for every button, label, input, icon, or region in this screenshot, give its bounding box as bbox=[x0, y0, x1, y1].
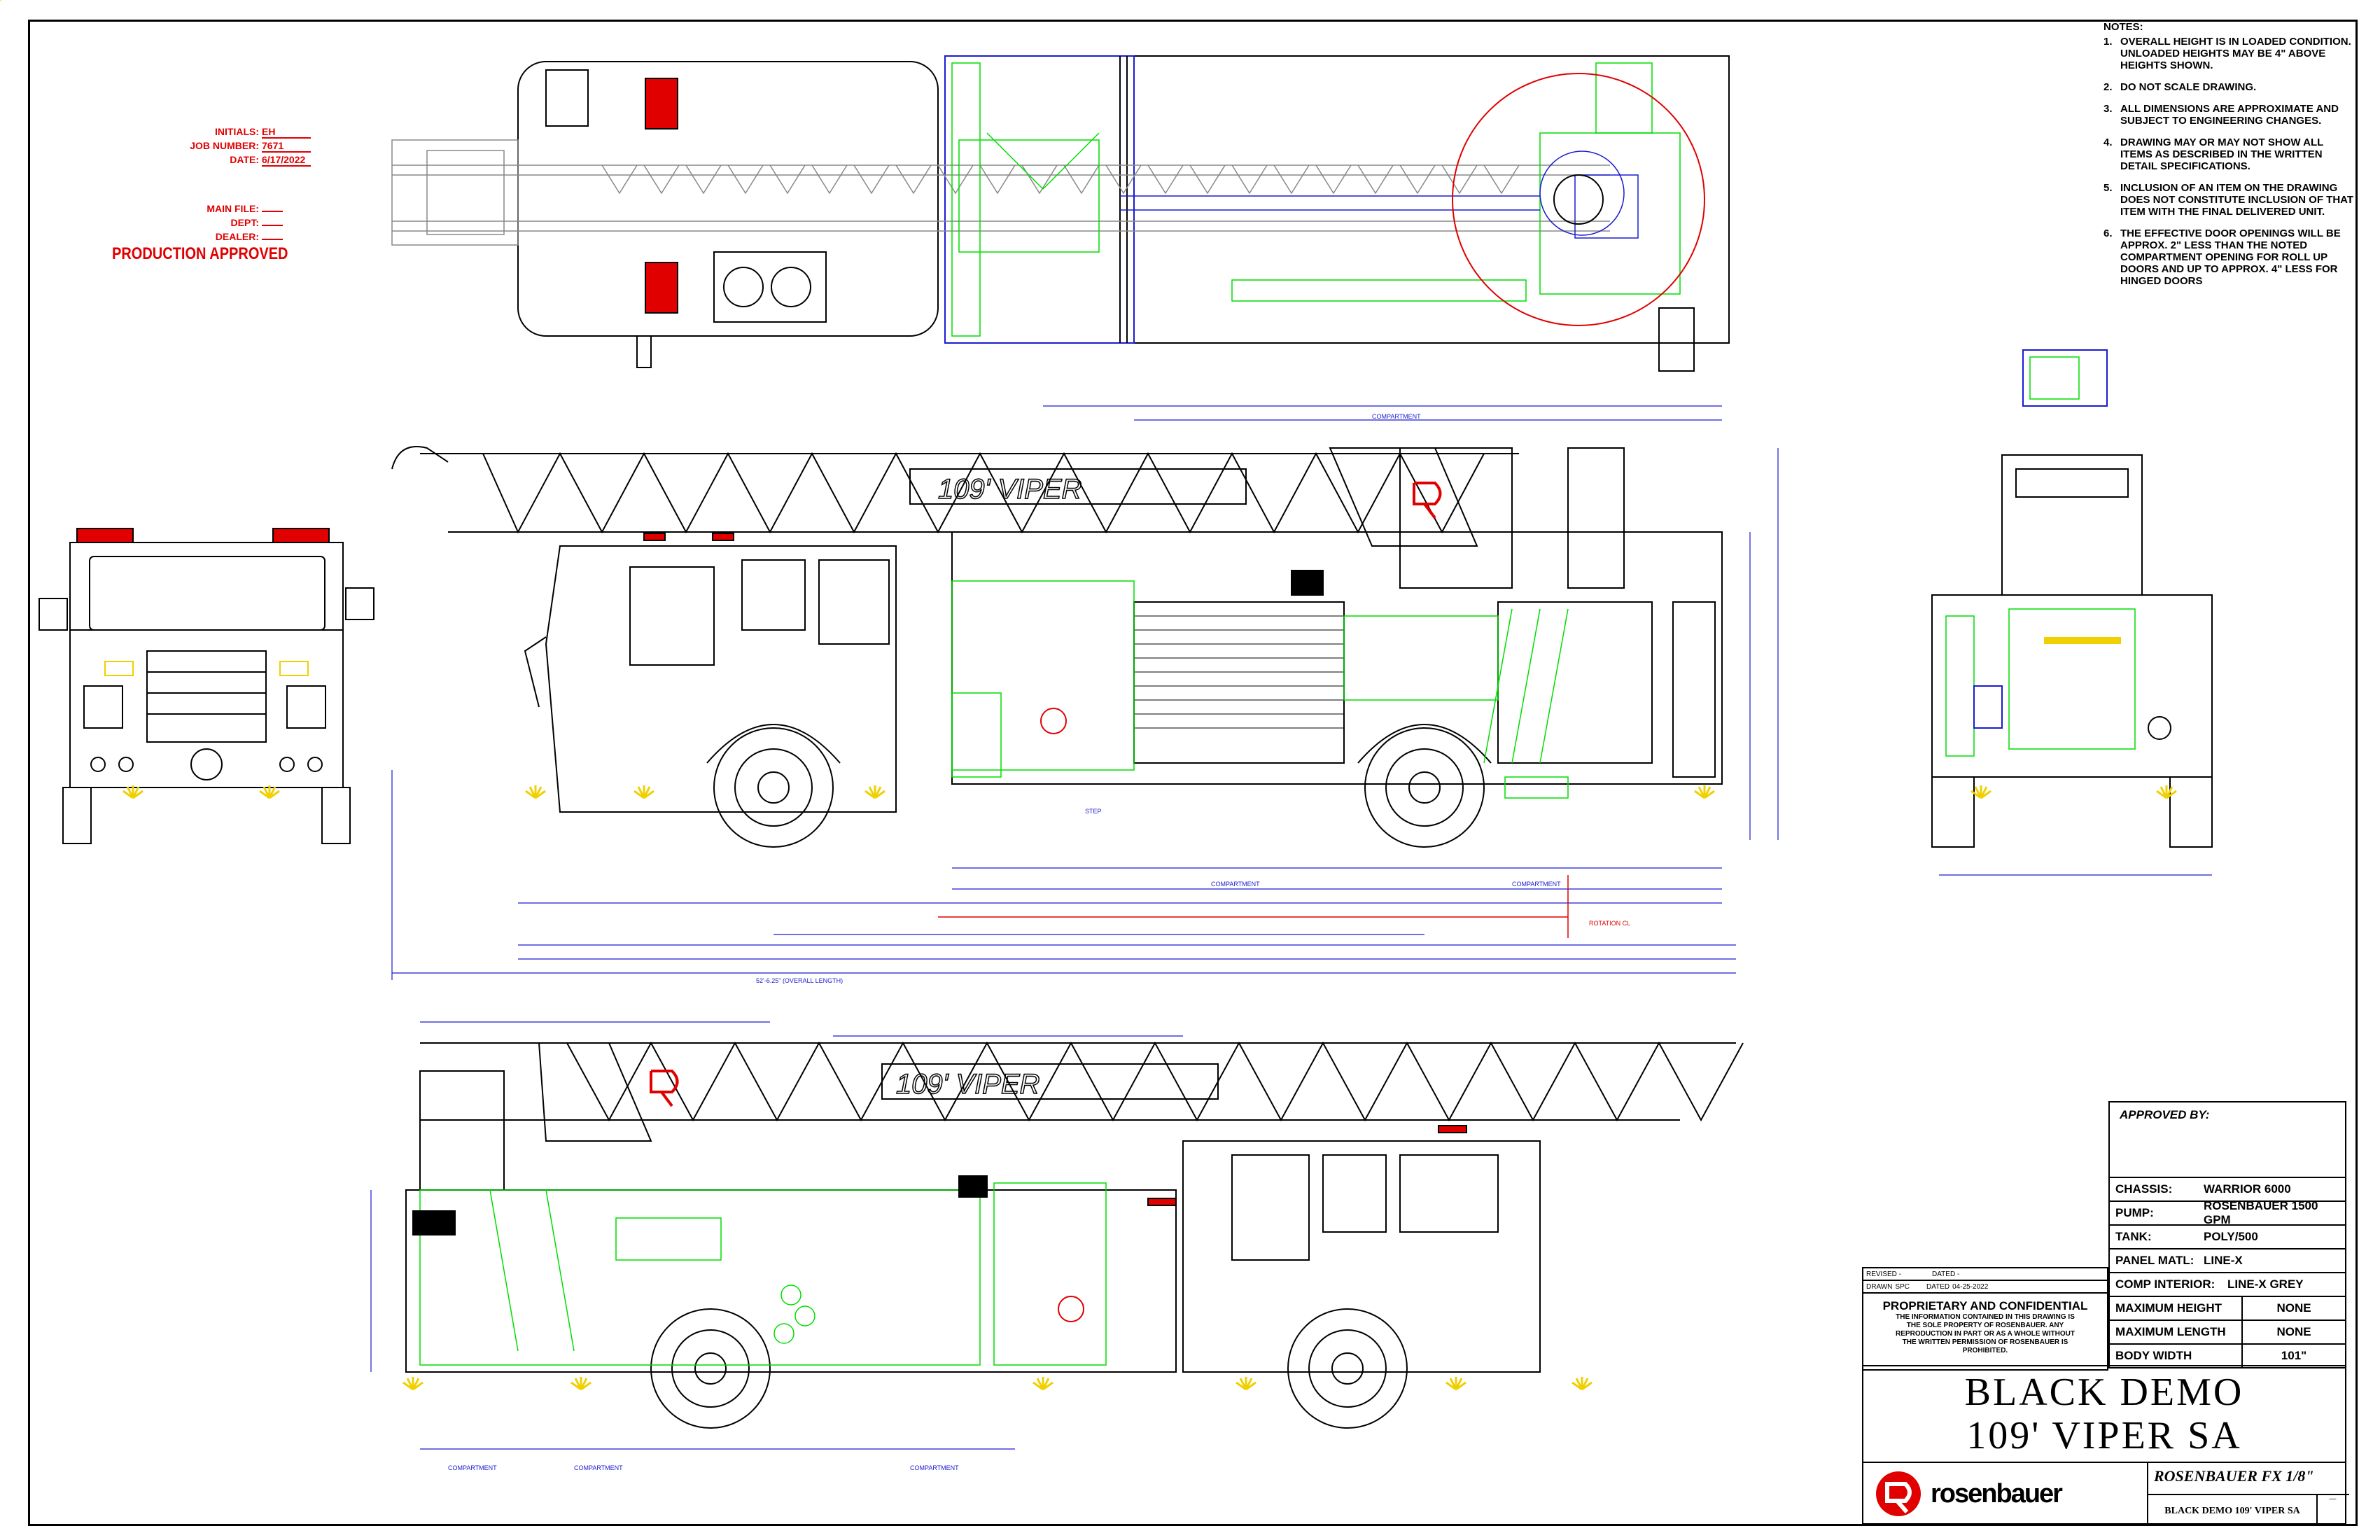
date-value: 6/17/2022 bbox=[262, 154, 311, 167]
compartment-label-3: COMPARTMENT bbox=[1372, 413, 1421, 420]
proprietary-body: THE INFORMATION CONTAINED IN THIS DRAWIN… bbox=[1896, 1313, 2075, 1354]
side-view-officer bbox=[405, 1041, 1744, 1429]
rev-box: — bbox=[2316, 1494, 2349, 1525]
approved-by-box: APPROVED BY: bbox=[2108, 1101, 2346, 1178]
ladder-badge-2: 109' VIPER bbox=[896, 1069, 1040, 1100]
ladder-badge-1: 109' VIPER bbox=[938, 474, 1082, 505]
dept-value bbox=[262, 225, 283, 226]
notes-block: NOTES: 1.OVERALL HEIGHT IS IN LOADED CON… bbox=[2104, 21, 2356, 297]
side-view-2-dims bbox=[370, 1021, 1183, 1450]
compartment-label-4: COMPARTMENT bbox=[448, 1464, 497, 1471]
spec-row-chassis: CHASSIS:WARRIOR 6000 bbox=[2108, 1178, 2346, 1202]
top-view bbox=[391, 55, 1730, 372]
initials-value: EH bbox=[262, 126, 311, 139]
compartment-label-1: COMPARTMENT bbox=[1211, 881, 1260, 888]
spec-row-panel: PANEL MATL:LINE-X bbox=[2108, 1250, 2346, 1273]
job-number-label: JOB NUMBER: bbox=[190, 140, 259, 151]
drawing-title: BLACK DEMO 109' VIPER SA bbox=[1862, 1365, 2346, 1463]
drawing-name: BLACK DEMO 109' VIPER SA bbox=[2148, 1494, 2318, 1525]
dept-label: DEPT: bbox=[230, 217, 259, 228]
drawing-sheet bbox=[28, 20, 2358, 1526]
product-box: ROSENBAUER FX 1/8" BLACK DEMO 109' VIPER… bbox=[2147, 1463, 2349, 1525]
date-label: DATE: bbox=[230, 154, 259, 165]
side-view-dims bbox=[391, 405, 1779, 980]
note-item: 4.DRAWING MAY OR MAY NOT SHOW ALL ITEMS … bbox=[2104, 136, 2324, 172]
product-label: ROSENBAUER FX 1/8" bbox=[2154, 1467, 2314, 1485]
title-line-1: BLACK DEMO bbox=[1964, 1371, 2244, 1414]
rotation-cl-label: ROTATION CL bbox=[1589, 920, 1630, 927]
note-item: 3.ALL DIMENSIONS ARE APPROXIMATE AND SUB… bbox=[2104, 103, 2339, 127]
spec-row-tank: TANK:POLY/500 bbox=[2108, 1226, 2346, 1250]
approved-by-label: APPROVED BY: bbox=[2120, 1108, 2210, 1121]
title-bottom: rosenbauer ROSENBAUER FX 1/8" BLACK DEMO… bbox=[1862, 1463, 2349, 1525]
side-view-driver bbox=[391, 446, 1723, 848]
note-item: 5.INCLUSION OF AN ITEM ON THE DRAWING DO… bbox=[2104, 182, 2354, 218]
svg-text:rosenbauer: rosenbauer bbox=[1931, 1479, 2063, 1508]
spec-row-comp: COMP INTERIOR:LINE-X GREY bbox=[2108, 1273, 2346, 1297]
note-item: 1.OVERALL HEIGHT IS IN LOADED CONDITION.… bbox=[2104, 36, 2351, 71]
dealer-label: DEALER: bbox=[215, 231, 259, 242]
compartment-label-2: COMPARTMENT bbox=[1512, 881, 1561, 888]
initials-label: INITIALS: bbox=[215, 126, 259, 137]
compartment-label-6: COMPARTMENT bbox=[910, 1464, 959, 1471]
front-view bbox=[38, 528, 374, 844]
dealer-value bbox=[262, 239, 283, 240]
note-item: 6.THE EFFECTIVE DOOR OPENINGS WILL BE AP… bbox=[2104, 227, 2341, 287]
spec-row-pump: PUMP:ROSENBAUER 1500 GPM bbox=[2108, 1199, 2346, 1226]
rear-view bbox=[1931, 349, 2213, 876]
compartment-label-5: COMPARTMENT bbox=[574, 1464, 623, 1471]
proprietary-heading: PROPRIETARY AND CONFIDENTIAL bbox=[1882, 1299, 2088, 1312]
main-file-value bbox=[262, 211, 283, 212]
job-number-value: 7671 bbox=[262, 140, 311, 153]
note-item: 2.DO NOT SCALE DRAWING. bbox=[2104, 81, 2257, 93]
spec-table: CHASSIS:WARRIOR 6000 PUMP:ROSENBAUER 150… bbox=[2108, 1178, 2346, 1368]
overall-length-label: 52'-6.25" (OVERALL LENGTH) bbox=[756, 977, 843, 984]
scene-lights bbox=[0, 0, 2178, 1391]
main-file-label: MAIN FILE: bbox=[206, 203, 259, 214]
notes-heading: NOTES: bbox=[2104, 21, 2143, 33]
title-line-2: 109' VIPER SA bbox=[1966, 1414, 2242, 1457]
proprietary-block: PROPRIETARY AND CONFIDENTIAL THE INFORMA… bbox=[1862, 1292, 2108, 1371]
r-emblem-icon bbox=[650, 482, 1442, 1107]
rosenbauer-logo: rosenbauer bbox=[1876, 1471, 2064, 1516]
production-approved: PRODUCTION APPROVED bbox=[112, 244, 288, 264]
step-label: STEP bbox=[1085, 808, 1102, 815]
